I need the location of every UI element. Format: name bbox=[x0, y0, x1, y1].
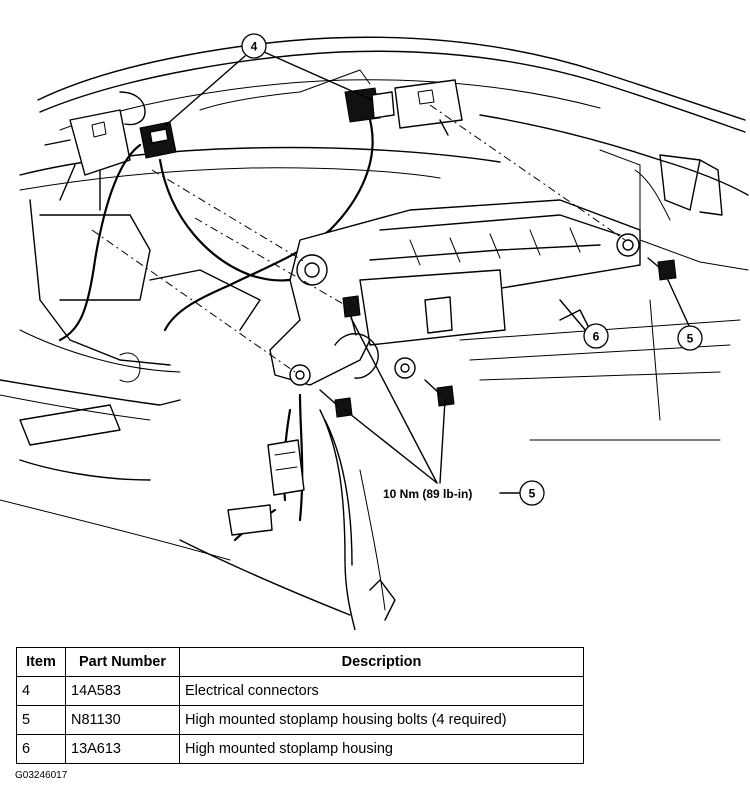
stoplamp-housing bbox=[269, 199, 641, 386]
bolt-lower-left bbox=[319, 389, 353, 418]
callout-5-torque-label: 5 bbox=[529, 487, 536, 501]
alignment-lines bbox=[91, 104, 626, 373]
cell-item: 5 bbox=[16, 705, 66, 735]
callout-5-right: 5 bbox=[677, 325, 703, 351]
cell-description: Electrical connectors bbox=[179, 676, 584, 706]
bolt-lower-right bbox=[424, 379, 455, 407]
callout-4-label: 4 bbox=[251, 40, 258, 54]
right-bracket bbox=[394, 79, 463, 136]
cell-item: 4 bbox=[16, 676, 66, 706]
left-body-structure bbox=[0, 199, 351, 616]
left-bracket bbox=[44, 91, 146, 211]
figure-id: G03246017 bbox=[15, 770, 68, 781]
callout-6: 6 bbox=[583, 323, 609, 349]
callout-6-label: 6 bbox=[593, 330, 600, 344]
right-electrical-connector bbox=[344, 87, 395, 123]
callout-5-torque: 10 Nm (89 lb-in) 5 bbox=[383, 480, 545, 506]
table-row: 4 14A583 Electrical connectors bbox=[16, 676, 584, 706]
table-row: 6 13A613 High mounted stoplamp housing bbox=[16, 734, 584, 764]
cell-part-number: 14A583 bbox=[65, 676, 180, 706]
headliner-lines bbox=[319, 299, 741, 630]
callout-5-right-label: 5 bbox=[687, 332, 694, 346]
header-description: Description bbox=[179, 647, 584, 677]
callout-4: 4 bbox=[241, 33, 267, 59]
housing-bolts bbox=[319, 257, 677, 418]
bolt-right bbox=[647, 257, 677, 281]
torque-spec-label: 10 Nm (89 lb-in) bbox=[383, 487, 472, 501]
table-row: 5 N81130 High mounted stoplamp housing b… bbox=[16, 705, 584, 735]
cell-description: High mounted stoplamp housing bbox=[179, 734, 584, 764]
cell-item: 6 bbox=[16, 734, 66, 764]
header-part-number: Part Number bbox=[65, 647, 180, 677]
lower-harness-connector bbox=[227, 439, 305, 536]
stoplamp-installation-diagram: 4 6 5 10 Nm (89 lb-in) 5 bbox=[0, 33, 749, 630]
cell-part-number: 13A613 bbox=[65, 734, 180, 764]
parts-table-header-row: Item Part Number Description bbox=[16, 647, 584, 677]
left-electrical-connector bbox=[139, 121, 177, 159]
parts-table: Item Part Number Description 4 14A583 El… bbox=[16, 647, 584, 764]
cell-description: High mounted stoplamp housing bolts (4 r… bbox=[179, 705, 584, 735]
cell-part-number: N81130 bbox=[65, 705, 180, 735]
header-item: Item bbox=[16, 647, 66, 677]
leader-lines bbox=[164, 51, 691, 494]
